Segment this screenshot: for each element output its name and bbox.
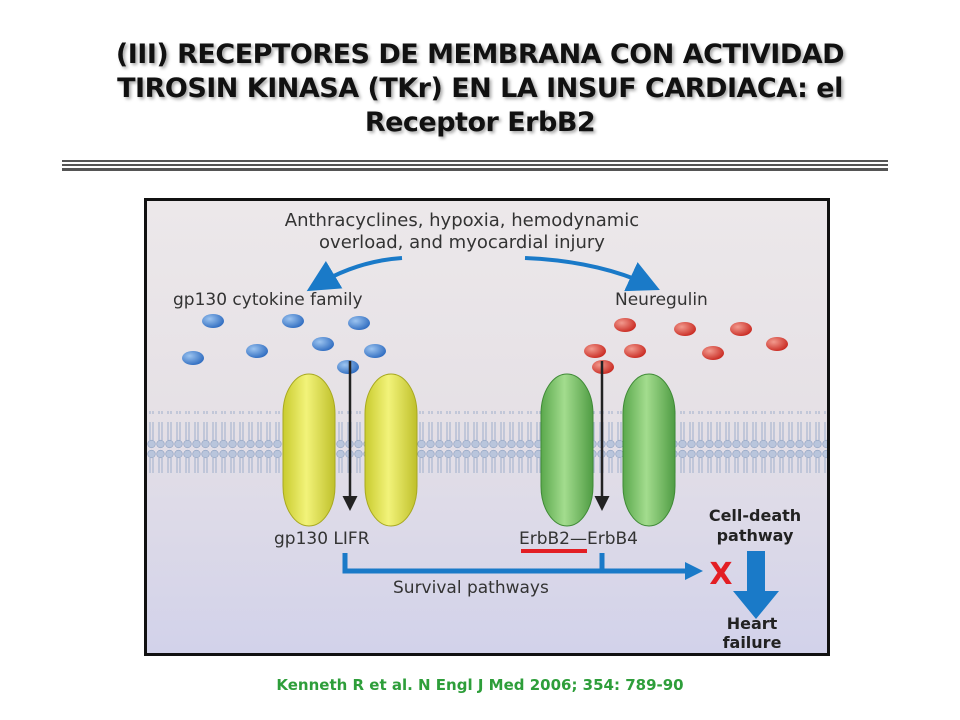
gp130-lifr-label: gp130 LIFR <box>274 529 370 549</box>
arrow-to-cytokine <box>306 256 403 292</box>
survival-arrowhead <box>685 562 703 580</box>
cytokine-family-label: gp130 cytokine family <box>173 290 363 310</box>
erbb2-erbb4-receptor <box>540 373 676 527</box>
stimulus-text-1: Anthracyclines, hypoxia, hemodynamic <box>285 210 639 231</box>
cell-death-down-arrow <box>733 551 779 619</box>
slide-title: (III) RECEPTORES DE MEMBRANA CON ACTIVID… <box>40 38 920 140</box>
gp130-lifr-receptor <box>282 373 418 527</box>
title-line-2: TIROSIN KINASA (TKr) EN LA INSUF CARDIAC… <box>117 73 843 104</box>
citation: Kenneth R et al. N Engl J Med 2006; 354:… <box>276 676 684 694</box>
title-divider <box>62 160 888 172</box>
heart-failure-label-2: failure <box>723 633 782 652</box>
survival-pathways-label: Survival pathways <box>393 578 549 598</box>
stimulus-text-2: overload, and myocardial injury <box>319 232 605 253</box>
cytokine-molecules <box>182 314 386 374</box>
block-x-icon: X <box>709 557 732 592</box>
heart-failure-label-1: Heart <box>727 614 778 633</box>
pathway-diagram: Anthracyclines, hypoxia, hemodynamic ove… <box>147 201 827 653</box>
cell-death-label-2: pathway <box>717 526 794 545</box>
title-line-3: Receptor ErbB2 <box>364 107 596 138</box>
erbb2-pathway-figure: Anthracyclines, hypoxia, hemodynamic ove… <box>144 198 830 656</box>
title-line-1: (III) RECEPTORES DE MEMBRANA CON ACTIVID… <box>115 39 845 70</box>
cell-death-label-1: Cell-death <box>709 506 801 525</box>
erbb2-inhibition-bar <box>521 549 587 553</box>
neuregulin-label: Neuregulin <box>615 290 708 310</box>
cell-membrane <box>147 411 827 473</box>
erbb2-erbb4-label: ErbB2—ErbB4 <box>519 529 638 549</box>
survival-path-left <box>342 553 687 574</box>
arrow-to-neuregulin <box>524 256 660 292</box>
